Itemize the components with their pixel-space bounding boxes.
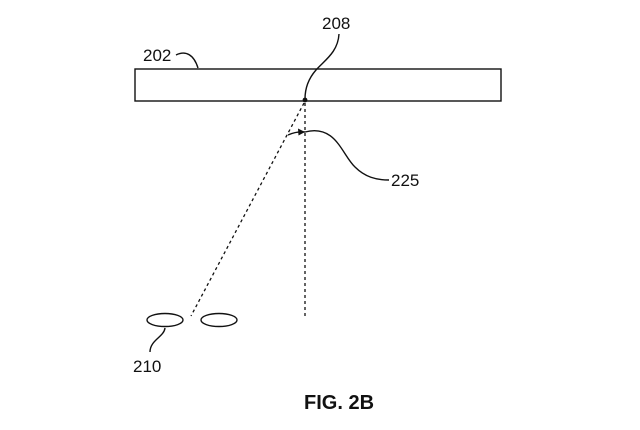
leader-panel: [175, 52, 199, 69]
right-eye: [200, 312, 238, 328]
left-eye: [146, 312, 184, 328]
leader-angle: [304, 130, 390, 181]
angle-arrowhead: [298, 128, 305, 136]
leader-eyes: [149, 327, 166, 353]
leader-point: [304, 33, 340, 100]
label-point: 208: [322, 14, 350, 33]
label-eyes: 210: [133, 357, 161, 376]
display-panel: [134, 68, 502, 102]
label-angle: 225: [391, 171, 419, 190]
label-panel: 202: [143, 46, 171, 65]
figure-caption: FIG. 2B: [304, 392, 374, 414]
sight-line: [190, 102, 305, 317]
viewpoint-dot: [302, 97, 308, 103]
